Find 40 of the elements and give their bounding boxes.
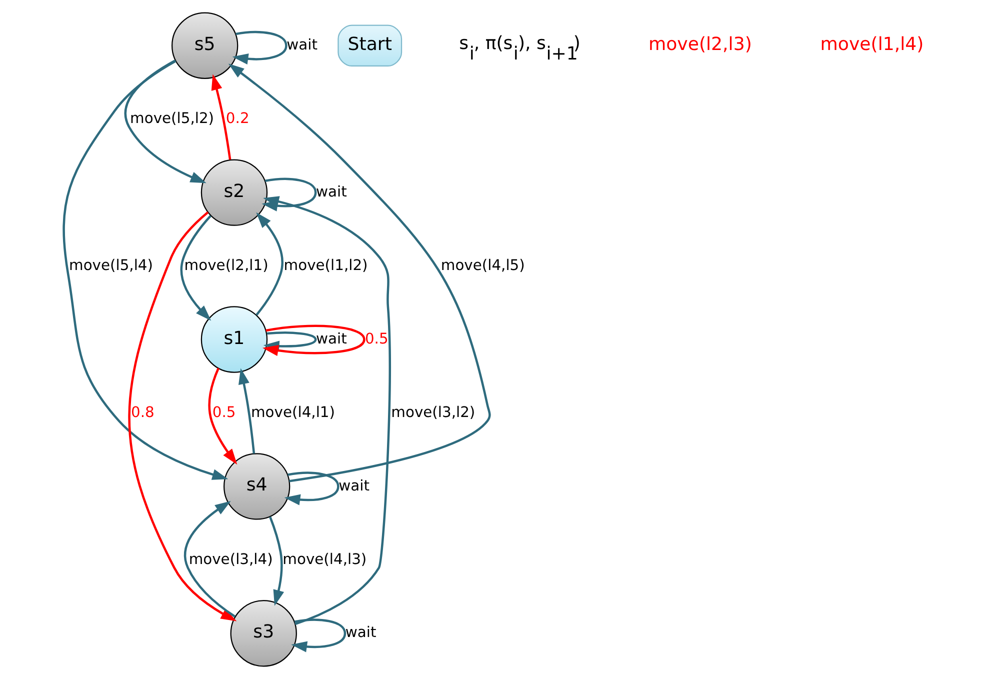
arrow [228,64,490,482]
edge-label: 0.5 [212,404,236,421]
edge-label: wait [345,624,376,642]
edge-label: wait [338,477,370,494]
arrow [238,368,256,454]
edge-label: move(l5,l4) [69,256,154,274]
edge-label: move(l3,l2) [391,404,476,421]
edge-label: move(l3,l4) [188,550,273,568]
edge-label: move(l5,l2) [130,110,214,127]
node-circle: s4 [224,453,290,520]
arrow [232,30,288,64]
edge-label: move(l2,l1) [184,256,268,274]
edge-label: move(l4,l3) [282,550,367,568]
edge-label: wait [286,36,318,54]
edge-label: wait [316,330,347,348]
edge-label: move(l4,l5) [440,256,525,274]
edge-label: 0.2 [226,110,250,127]
label: move(l2,l3) [648,34,752,55]
arrow [256,212,284,316]
arrow [128,211,237,622]
arrow [211,74,232,160]
arrow [124,60,206,184]
node-circle: s3 [230,600,297,667]
label: move(l1,l4) [820,34,924,55]
arrow [291,618,346,652]
arrow [184,500,236,618]
edge-label: move(l1,l2) [284,256,368,274]
node-circle: s5 [172,12,238,79]
edge-label: wait [316,183,347,200]
node-circle: s2 [200,159,268,226]
edge-label: 0.8 [130,404,154,421]
arrow [208,368,238,465]
arrow [180,215,212,321]
arrow [62,60,228,480]
arrow [284,472,340,506]
arrow [269,516,284,606]
node-circle: s1 [200,306,268,373]
node-box: Start [338,24,402,67]
edge-label: 0.5 [364,330,388,348]
edge-label: move(l4,l1) [250,404,336,421]
